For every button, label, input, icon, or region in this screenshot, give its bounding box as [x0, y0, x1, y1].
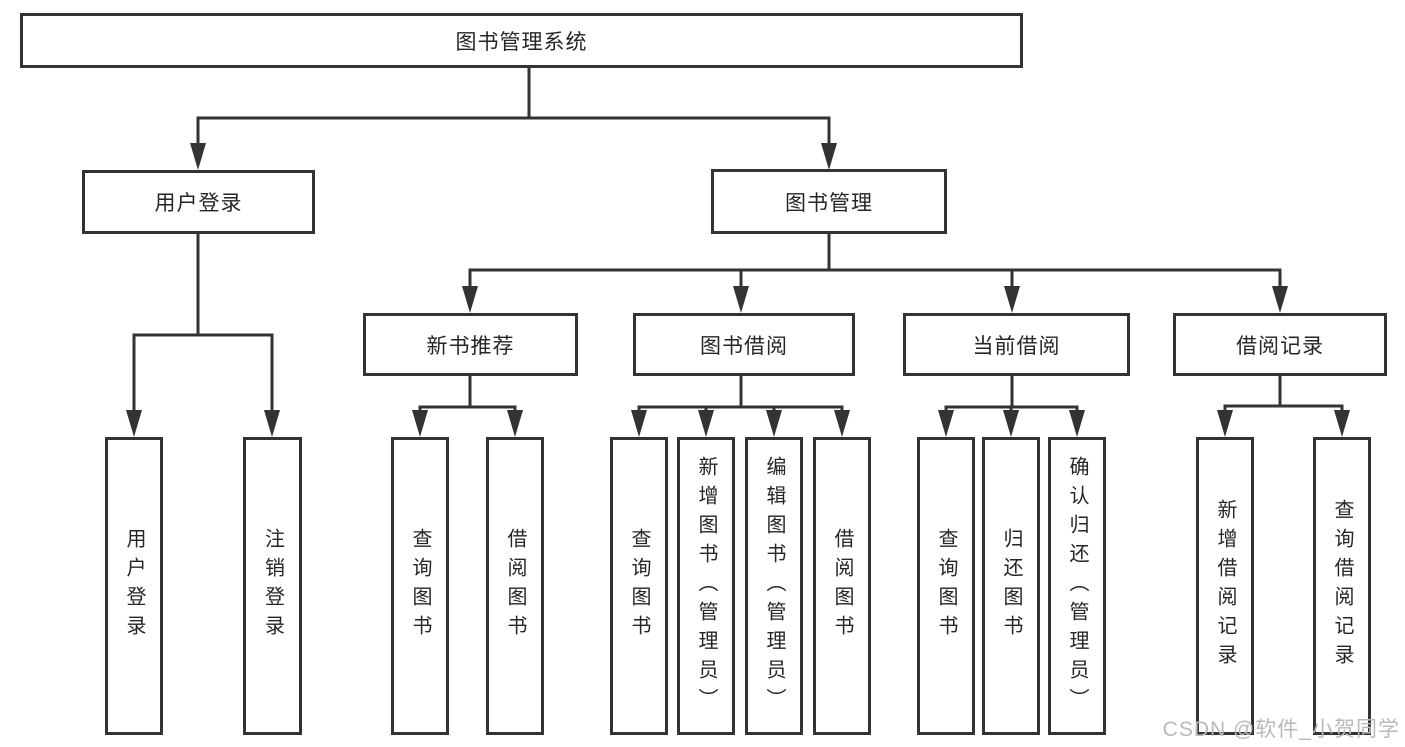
node-label: 查询借阅记录	[1331, 499, 1353, 673]
csdn-watermark: CSDN @软件_小贺同学	[1162, 718, 1400, 741]
node-label: 编辑图书（管理员）	[763, 455, 785, 717]
node-borrow-records: 借阅记录	[1173, 313, 1387, 376]
node-label: 查询图书	[409, 528, 431, 644]
node-label: 借阅图书	[831, 528, 853, 644]
node-label: 图书借阅	[700, 334, 788, 358]
node-label: 新增借阅记录	[1214, 499, 1236, 673]
leaf-return-book: 归还图书	[982, 437, 1040, 735]
node-label: 图书管理系统	[455, 30, 588, 54]
node-label: 确认归还（管理员）	[1066, 455, 1088, 717]
node-user-login: 用户登录	[82, 170, 315, 234]
node-label: 新增图书（管理员）	[695, 455, 717, 717]
node-new-book-recommend: 新书推荐	[363, 313, 578, 376]
leaf-edit-book-admin: 编辑图书（管理员）	[745, 437, 803, 735]
node-library-management-system: 图书管理系统	[20, 13, 1023, 68]
connector-new-book-recommend-to-children	[418, 374, 517, 414]
connector-book-management-to-level3	[468, 232, 1282, 290]
node-current-borrow: 当前借阅	[903, 313, 1130, 376]
leaf-logout: 注销登录	[243, 437, 302, 735]
node-book-management: 图书管理	[711, 169, 947, 234]
leaf-query-borrow-record: 查询借阅记录	[1313, 437, 1371, 735]
node-label: 当前借阅	[972, 334, 1061, 358]
node-label: 图书管理	[785, 191, 873, 215]
node-label: 用户登录	[154, 192, 243, 215]
node-book-borrow: 图书借阅	[633, 313, 855, 376]
connector-current-borrow-to-children	[944, 374, 1079, 414]
leaf-query-books-current: 查询图书	[917, 437, 975, 735]
node-label: 用户登录	[123, 528, 145, 644]
leaf-borrow-books-recommend: 借阅图书	[486, 437, 544, 735]
leaf-user-login: 用户登录	[105, 437, 163, 735]
node-label: 归还图书	[1000, 528, 1022, 644]
connector-root-to-level2	[196, 66, 831, 148]
leaf-query-books-recommend: 查询图书	[391, 437, 449, 735]
connector-book-borrow-to-children	[637, 374, 844, 414]
leaf-query-books-borrow: 查询图书	[610, 437, 668, 735]
node-label: 借阅记录	[1236, 334, 1324, 358]
connector-user-login-to-children	[132, 232, 274, 414]
leaf-confirm-return-admin: 确认归还（管理员）	[1048, 437, 1106, 735]
leaf-borrow-books: 借阅图书	[813, 437, 871, 735]
node-label: 查询图书	[628, 528, 650, 644]
leaf-add-book-admin: 新增图书（管理员）	[677, 437, 735, 735]
node-label: 新书推荐	[426, 334, 515, 358]
node-label: 注销登录	[261, 528, 284, 644]
connector-borrow-records-to-children	[1223, 374, 1344, 414]
node-label: 查询图书	[935, 528, 957, 644]
node-label: 借阅图书	[504, 528, 526, 644]
leaf-add-borrow-record: 新增借阅记录	[1196, 437, 1254, 735]
